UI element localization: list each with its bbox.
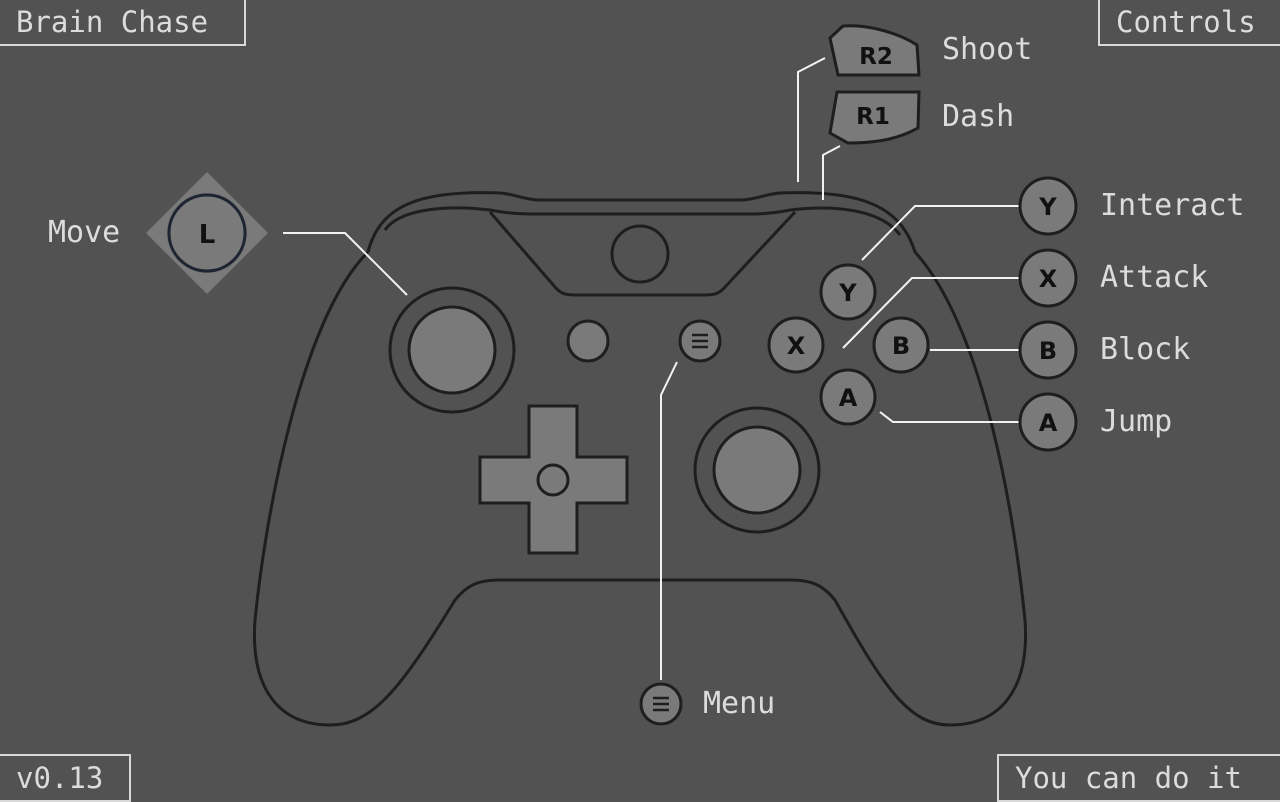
face-button-y: Y (819, 263, 877, 321)
r1-label: R1 (856, 104, 890, 130)
connector-menu (660, 361, 678, 680)
face-button-x: X (767, 316, 825, 374)
binding-block: Block (1100, 332, 1191, 367)
left-stick-ring (388, 286, 516, 414)
face-button-a: A (819, 368, 877, 426)
binding-menu: Menu (703, 686, 776, 721)
right-stick (712, 425, 802, 515)
center-panel (488, 210, 797, 297)
connector-r2 (797, 57, 826, 182)
screen-title: Controls (1098, 0, 1280, 46)
binding-move: Move (48, 215, 121, 250)
left-stick-move-icon: L (146, 172, 268, 294)
binding-shoot: Shoot (942, 32, 1033, 67)
svg-text:A: A (839, 384, 858, 412)
guide-button (610, 224, 670, 284)
binding-jump: Jump (1100, 404, 1173, 439)
svg-text:X: X (1039, 265, 1058, 293)
connector-a (879, 411, 1020, 423)
face-button-b: B (872, 316, 930, 374)
game-title: Brain Chase (0, 0, 246, 46)
controller-top (366, 191, 917, 253)
version-label: v0.13 (0, 754, 131, 802)
svg-text:L: L (199, 220, 216, 250)
menu-legend-button (639, 682, 683, 726)
connector-move (283, 232, 408, 296)
menu-button (678, 319, 722, 363)
svg-text:B: B (1039, 337, 1057, 365)
left-stick (407, 305, 497, 395)
binding-interact: Interact (1100, 188, 1245, 223)
binding-attack: Attack (1100, 260, 1209, 295)
dpad-center (536, 463, 570, 497)
r1-bumper-icon (828, 90, 921, 145)
legend-button-y-icon: Y (1018, 176, 1078, 236)
view-button (566, 319, 610, 363)
r2-trigger-icon (828, 24, 921, 77)
svg-text:X: X (787, 332, 806, 360)
svg-text:Y: Y (1038, 193, 1057, 221)
r2-label: R2 (859, 44, 893, 70)
controller-bumper-line (383, 206, 902, 236)
connector-y (861, 205, 1020, 261)
menu-icon (692, 333, 708, 349)
controller-body (252, 250, 1028, 727)
svg-text:Y: Y (838, 279, 857, 307)
legend-button-b-icon: B (1018, 320, 1078, 380)
right-stick-ring (693, 406, 821, 534)
svg-text:B: B (892, 332, 910, 360)
menu-icon (653, 696, 669, 712)
legend-button-x-icon: X (1018, 248, 1078, 308)
connector-r1 (822, 145, 841, 200)
binding-dash: Dash (942, 99, 1015, 134)
svg-text:A: A (1039, 409, 1058, 437)
legend-button-a-icon: A (1018, 392, 1078, 452)
connector-x (842, 277, 1020, 349)
